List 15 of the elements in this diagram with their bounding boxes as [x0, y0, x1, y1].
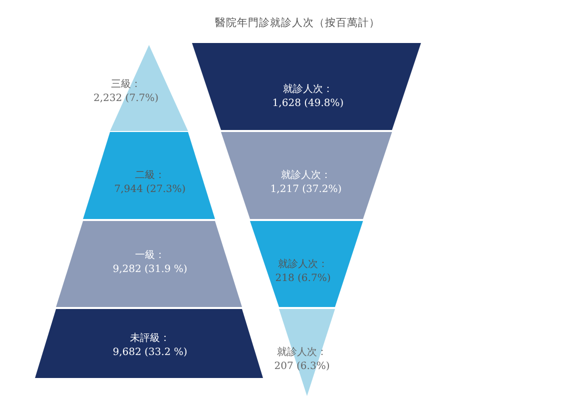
category-label: 一級：	[134, 249, 166, 263]
value-label: 2,232 (7.7%)	[94, 92, 158, 106]
value-label: 9,682 (33.2 %)	[112, 346, 188, 360]
category-label: 三級：	[110, 78, 142, 92]
value-label: 9,282 (31.9 %)	[112, 263, 188, 277]
category-label: 就診人次：	[277, 258, 329, 272]
value-label: 1,628 (49.8%)	[272, 97, 344, 111]
category-label: 就診人次：	[280, 169, 332, 183]
chart-title: 醫院年門診就診人次（按百萬計）	[215, 16, 380, 30]
category-label: 未評級：	[129, 332, 171, 346]
value-label: 1,217 (37.2%)	[270, 183, 342, 197]
value-label: 7,944 (27.3%)	[114, 183, 186, 197]
category-label: 二級：	[134, 169, 166, 183]
category-label: 就診人次：	[282, 83, 334, 97]
value-label: 218 (6.7%)	[275, 272, 331, 286]
